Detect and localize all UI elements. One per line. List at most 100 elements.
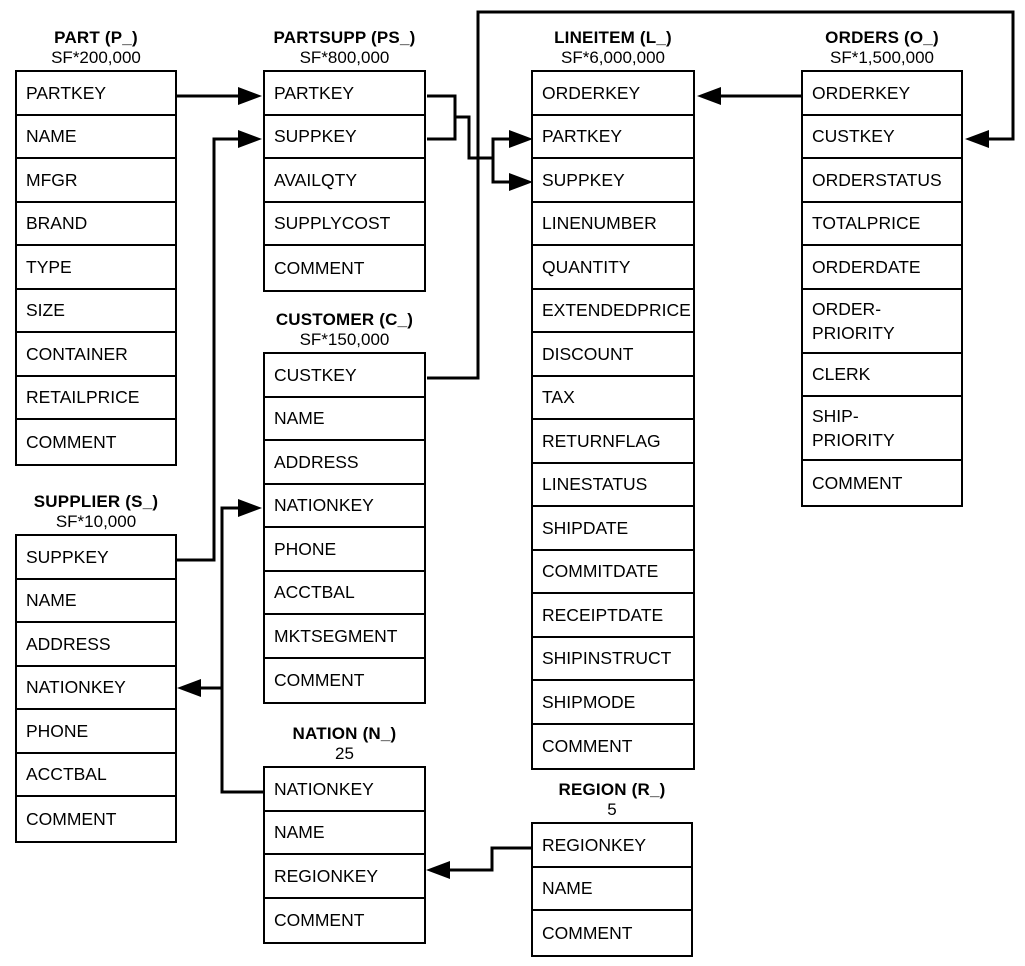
table-nation-box: NATIONKEY NAME REGIONKEY COMMENT bbox=[263, 766, 426, 944]
column-row: PARTKEY bbox=[533, 115, 693, 159]
column-row: COMMENT bbox=[533, 911, 691, 955]
connector-region-to-nation bbox=[426, 846, 531, 879]
table-orders-cardinality: SF*1,500,000 bbox=[830, 48, 934, 67]
table-supplier-cardinality: SF*10,000 bbox=[55, 512, 137, 531]
table-part-cardinality: SF*200,000 bbox=[51, 48, 141, 67]
column-row: SUPPKEY bbox=[265, 115, 424, 159]
table-orders: ORDERS (O_) SF*1,500,000 ORDERKEY CUSTKE… bbox=[801, 28, 963, 507]
column-row: RETURNFLAG bbox=[533, 420, 693, 464]
column-label-line: PRIORITY bbox=[812, 322, 895, 343]
column-row: ADDRESS bbox=[265, 441, 424, 485]
column-row: SHIPMODE bbox=[533, 681, 693, 725]
table-customer-cardinality: SF*150,000 bbox=[299, 330, 390, 349]
table-part-box: PARTKEY NAME MFGR BRAND TYPE SIZE CONTAI… bbox=[15, 70, 177, 466]
table-customer-box: CUSTKEY NAME ADDRESS NATIONKEY PHONE ACC… bbox=[263, 352, 426, 704]
table-customer-title: CUSTOMER (C_) bbox=[275, 310, 414, 329]
table-orders-title: ORDERS (O_) bbox=[825, 28, 939, 47]
column-row: ACCTBAL bbox=[17, 753, 175, 797]
column-row: LINESTATUS bbox=[533, 463, 693, 507]
table-lineitem: LINEITEM (L_) SF*6,000,000 ORDERKEY PART… bbox=[531, 28, 695, 770]
column-row: ORDERKEY bbox=[533, 72, 693, 116]
column-label-line: PRIORITY bbox=[812, 430, 895, 450]
column-row: PHONE bbox=[17, 710, 175, 754]
column-row: BRAND bbox=[17, 202, 175, 246]
column-row: COMMENT bbox=[265, 246, 424, 290]
column-row: RETAILPRICE bbox=[17, 376, 175, 420]
table-supplier-box: SUPPKEY NAME ADDRESS NATIONKEY PHONE ACC… bbox=[15, 534, 177, 843]
column-row: ACCTBAL bbox=[265, 571, 424, 615]
column-row: PARTKEY bbox=[265, 72, 424, 116]
table-supplier: SUPPLIER (S_) SF*10,000 SUPPKEY NAME ADD… bbox=[15, 492, 177, 843]
column-row: QUANTITY bbox=[533, 246, 693, 290]
connector-nation-to-supplier-customer bbox=[177, 499, 263, 794]
table-region-title: REGION (R_) bbox=[558, 780, 666, 799]
column-row: ORDERDATE bbox=[803, 246, 961, 290]
table-customer: CUSTOMER (C_) SF*150,000 CUSTKEY NAME AD… bbox=[263, 310, 426, 704]
column-row: PHONE bbox=[265, 528, 424, 572]
table-partsupp: PARTSUPP (PS_) SF*800,000 PARTKEY SUPPKE… bbox=[263, 28, 426, 292]
table-region: REGION (R_) 5 REGIONKEY NAME COMMENT bbox=[531, 780, 693, 957]
column-row: COMMENT bbox=[17, 797, 175, 841]
table-partsupp-cardinality: SF*800,000 bbox=[299, 48, 390, 67]
column-row: NATIONKEY bbox=[265, 768, 424, 812]
table-partsupp-box: PARTKEY SUPPKEY AVAILQTY SUPPLYCOST COMM… bbox=[263, 70, 426, 292]
column-row: EXTENDEDPRICE bbox=[533, 289, 693, 333]
column-row: CLERK bbox=[803, 353, 961, 397]
column-row: CUSTKEY bbox=[265, 354, 424, 398]
table-lineitem-cardinality: SF*6,000,000 bbox=[561, 48, 665, 67]
table-part-title: PART (P_) bbox=[54, 28, 138, 47]
column-row: COMMENT bbox=[17, 420, 175, 464]
column-row: NATIONKEY bbox=[17, 666, 175, 710]
table-partsupp-title: PARTSUPP (PS_) bbox=[273, 28, 416, 47]
column-row: COMMENT bbox=[533, 724, 693, 768]
connector-orders-to-lineitem bbox=[697, 87, 801, 105]
column-row: PARTKEY bbox=[17, 72, 175, 116]
column-row: NAME bbox=[265, 397, 424, 441]
column-row: TYPE bbox=[17, 246, 175, 290]
column-row: COMMENT bbox=[265, 658, 424, 702]
column-row: NATIONKEY bbox=[265, 484, 424, 528]
column-row: LINENUMBER bbox=[533, 202, 693, 246]
table-nation-cardinality: 25 bbox=[335, 744, 354, 763]
column-row: SHIPINSTRUCT bbox=[533, 637, 693, 681]
column-row: NAME bbox=[17, 115, 175, 159]
column-row: ORDER- PRIORITY bbox=[803, 289, 961, 354]
column-row: REGIONKEY bbox=[265, 855, 424, 899]
column-label-line: SHIP- bbox=[812, 406, 859, 426]
column-row: SHIP- PRIORITY bbox=[803, 397, 961, 461]
column-row: NAME bbox=[533, 867, 691, 911]
column-label: SHIP- PRIORITY bbox=[812, 404, 895, 452]
column-row: ORDERSTATUS bbox=[803, 159, 961, 203]
column-row: DISCOUNT bbox=[533, 333, 693, 377]
column-row: TAX bbox=[533, 376, 693, 420]
table-orders-box: ORDERKEY CUSTKEY ORDERSTATUS TOTALPRICE … bbox=[801, 70, 963, 507]
table-region-box: REGIONKEY NAME COMMENT bbox=[531, 822, 693, 957]
column-row: NAME bbox=[265, 811, 424, 855]
table-nation-title: NATION (N_) bbox=[292, 724, 397, 743]
column-row: REGIONKEY bbox=[533, 824, 691, 868]
column-row: COMMENT bbox=[803, 461, 961, 505]
column-row: CUSTKEY bbox=[803, 115, 961, 159]
column-row: RECEIPTDATE bbox=[533, 594, 693, 638]
column-row: MFGR bbox=[17, 159, 175, 203]
column-row: SUPPKEY bbox=[17, 536, 175, 580]
column-row: CONTAINER bbox=[17, 333, 175, 377]
table-lineitem-box: ORDERKEY PARTKEY SUPPKEY LINENUMBER QUAN… bbox=[531, 70, 695, 770]
column-row: NAME bbox=[17, 579, 175, 623]
column-row: SHIPDATE bbox=[533, 507, 693, 551]
column-row: COMMENT bbox=[265, 898, 424, 942]
column-row: TOTALPRICE bbox=[803, 202, 961, 246]
table-part: PART (P_) SF*200,000 PARTKEY NAME MFGR B… bbox=[15, 28, 177, 466]
table-lineitem-title: LINEITEM (L_) bbox=[554, 28, 672, 47]
column-label-line: ORDER- bbox=[812, 298, 882, 319]
column-label: EXTENDEDPRICE bbox=[542, 300, 691, 321]
column-row: COMMITDATE bbox=[533, 550, 693, 594]
column-row: ORDERKEY bbox=[803, 72, 961, 116]
column-row: SUPPLYCOST bbox=[265, 202, 424, 246]
column-row: AVAILQTY bbox=[265, 159, 424, 203]
table-region-cardinality: 5 bbox=[607, 800, 617, 819]
column-row: ADDRESS bbox=[17, 623, 175, 667]
connector-part-to-partsupp bbox=[177, 87, 262, 105]
column-row: SIZE bbox=[17, 289, 175, 333]
